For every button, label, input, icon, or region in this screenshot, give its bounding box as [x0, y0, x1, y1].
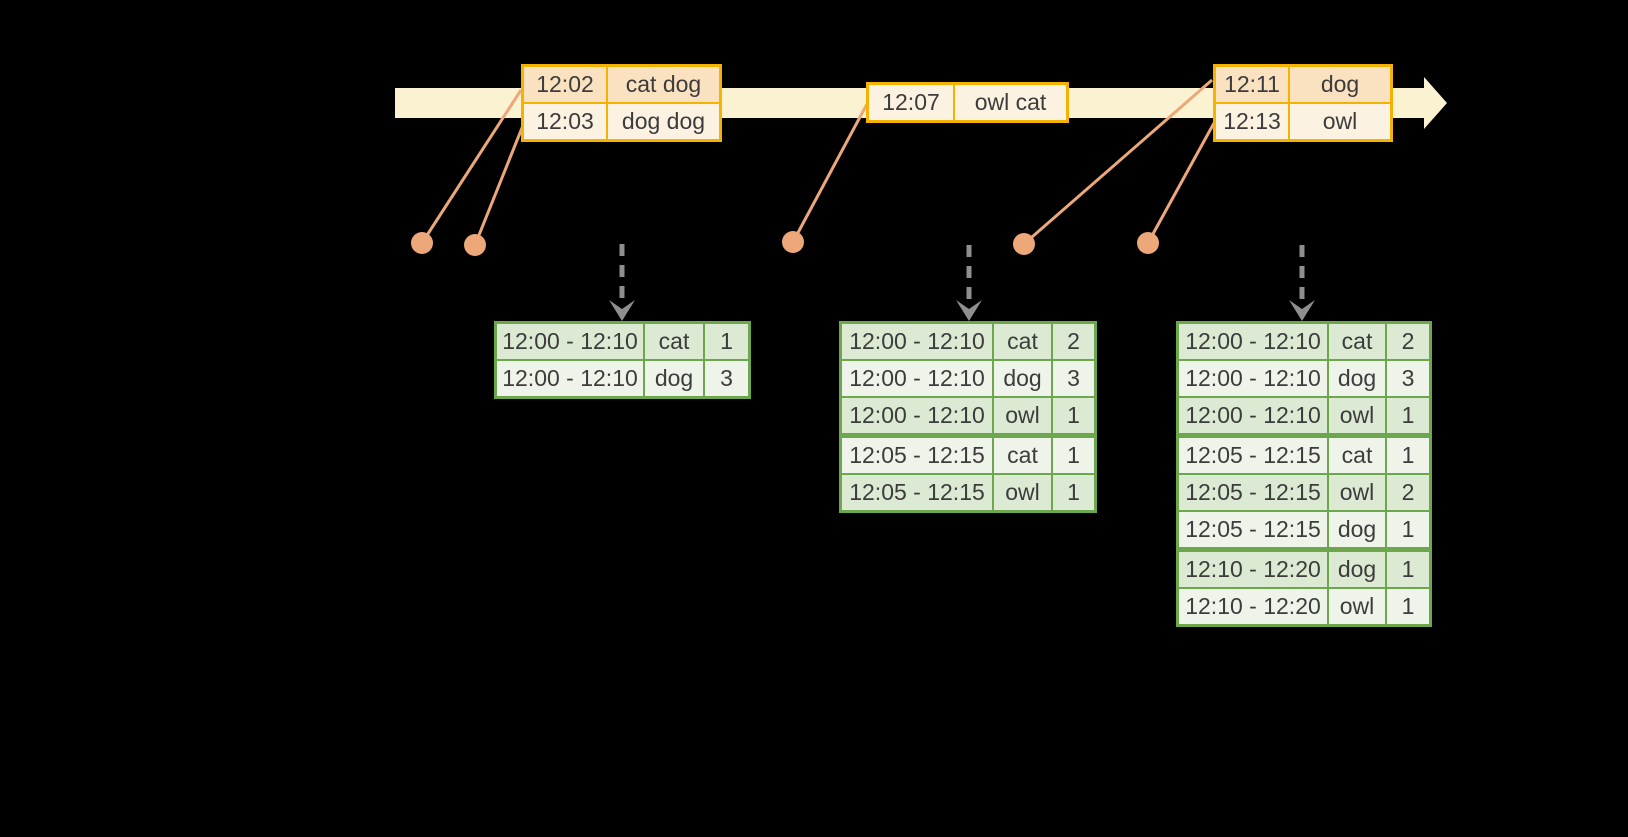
result-row: 12:10 - 12:20 dog 1 [1179, 552, 1429, 587]
window-cell: 12:05 - 12:15 [1179, 438, 1327, 473]
trigger-arrow-head-icon [609, 300, 635, 321]
result-row: 12:05 - 12:15 cat 1 [842, 438, 1094, 473]
window-cell: 12:05 - 12:15 [1179, 475, 1327, 510]
result-row: 12:00 - 12:10 dog 3 [1179, 361, 1429, 396]
word-cell: dog [1329, 552, 1385, 587]
connector-line [1146, 122, 1216, 244]
connector-line [1023, 78, 1213, 246]
word-cell: dog [994, 361, 1051, 396]
event-table-2: 12:07 owl cat [866, 82, 1069, 123]
window-cell: 12:00 - 12:10 [497, 361, 643, 396]
connector-line [473, 122, 526, 246]
word-cell: owl [1329, 475, 1385, 510]
result-row: 12:00 - 12:10 dog 3 [497, 361, 748, 396]
count-cell: 3 [1387, 361, 1429, 396]
count-cell: 1 [1053, 398, 1094, 433]
result-row: 12:00 - 12:10 owl 1 [842, 398, 1094, 433]
result-row: 12:00 - 12:10 cat 2 [842, 324, 1094, 359]
result-row: 12:00 - 12:10 cat 2 [1179, 324, 1429, 359]
window-cell: 12:05 - 12:15 [842, 475, 992, 510]
result-row: 12:05 - 12:15 owl 2 [1179, 475, 1429, 510]
event-words-cell: cat dog [608, 67, 719, 102]
connector-line [791, 103, 869, 243]
event-dot-icon [411, 232, 433, 254]
count-cell: 3 [705, 361, 748, 396]
window-cell: 12:00 - 12:10 [842, 324, 992, 359]
word-cell: dog [1329, 512, 1385, 547]
window-cell: 12:00 - 12:10 [1179, 324, 1327, 359]
word-cell: owl [1329, 398, 1385, 433]
event-words-cell: owl cat [955, 85, 1066, 120]
event-time-axis-arrowhead-icon [1424, 77, 1447, 129]
result-row: 12:05 - 12:15 dog 1 [1179, 512, 1429, 547]
result-row: 12:00 - 12:10 owl 1 [1179, 398, 1429, 433]
window-cell: 12:00 - 12:10 [1179, 361, 1327, 396]
count-cell: 1 [1387, 438, 1429, 473]
event-time-cell: 12:02 [524, 67, 606, 102]
result-table-3: 12:00 - 12:10 cat 2 12:00 - 12:10 dog 3 … [1176, 321, 1432, 627]
count-cell: 2 [1053, 324, 1094, 359]
event-row: 12:11 dog [1216, 67, 1390, 102]
trigger-arrow-head-icon [1289, 300, 1315, 321]
count-cell: 1 [1387, 589, 1429, 624]
event-dot-icon [1013, 233, 1035, 255]
word-cell: owl [994, 475, 1051, 510]
count-cell: 1 [1387, 398, 1429, 433]
connector-line [420, 89, 523, 244]
event-dot-icon [782, 231, 804, 253]
event-table-3: 12:11 dog 12:13 owl [1213, 64, 1393, 142]
event-row: 12:07 owl cat [869, 85, 1066, 120]
event-time-cell: 12:13 [1216, 104, 1288, 139]
result-row: 12:00 - 12:10 cat 1 [497, 324, 748, 359]
word-cell: owl [1329, 589, 1385, 624]
word-cell: owl [994, 398, 1051, 433]
window-cell: 12:00 - 12:10 [1179, 398, 1327, 433]
count-cell: 1 [705, 324, 748, 359]
word-cell: cat [1329, 324, 1385, 359]
result-table-2: 12:00 - 12:10 cat 2 12:00 - 12:10 dog 3 … [839, 321, 1097, 513]
result-row: 12:05 - 12:15 cat 1 [1179, 438, 1429, 473]
result-row: 12:10 - 12:20 owl 1 [1179, 589, 1429, 624]
event-time-cell: 12:11 [1216, 67, 1288, 102]
word-cell: cat [1329, 438, 1385, 473]
event-row: 12:13 owl [1216, 104, 1390, 139]
count-cell: 1 [1387, 552, 1429, 587]
count-cell: 3 [1053, 361, 1094, 396]
count-cell: 2 [1387, 475, 1429, 510]
count-cell: 1 [1053, 438, 1094, 473]
event-row: 12:02 cat dog [524, 67, 719, 102]
trigger-arrow-head-icon [956, 300, 982, 321]
result-row: 12:05 - 12:15 owl 1 [842, 475, 1094, 510]
word-cell: cat [994, 438, 1051, 473]
event-dot-icon [464, 234, 486, 256]
window-cell: 12:05 - 12:15 [1179, 512, 1327, 547]
count-cell: 1 [1387, 512, 1429, 547]
window-cell: 12:00 - 12:10 [842, 361, 992, 396]
event-words-cell: dog dog [608, 104, 719, 139]
event-table-1: 12:02 cat dog 12:03 dog dog [521, 64, 722, 142]
count-cell: 2 [1387, 324, 1429, 359]
event-time-cell: 12:07 [869, 85, 953, 120]
result-row: 12:00 - 12:10 dog 3 [842, 361, 1094, 396]
window-cell: 12:00 - 12:10 [842, 398, 992, 433]
event-time-cell: 12:03 [524, 104, 606, 139]
event-words-cell: owl [1290, 104, 1390, 139]
count-cell: 1 [1053, 475, 1094, 510]
event-dot-icon [1137, 232, 1159, 254]
window-cell: 12:10 - 12:20 [1179, 552, 1327, 587]
window-cell: 12:05 - 12:15 [842, 438, 992, 473]
result-table-1: 12:00 - 12:10 cat 1 12:00 - 12:10 dog 3 [494, 321, 751, 399]
event-words-cell: dog [1290, 67, 1390, 102]
word-cell: dog [645, 361, 703, 396]
word-cell: cat [645, 324, 703, 359]
window-cell: 12:00 - 12:10 [497, 324, 643, 359]
window-cell: 12:10 - 12:20 [1179, 589, 1327, 624]
event-row: 12:03 dog dog [524, 104, 719, 139]
word-cell: cat [994, 324, 1051, 359]
word-cell: dog [1329, 361, 1385, 396]
